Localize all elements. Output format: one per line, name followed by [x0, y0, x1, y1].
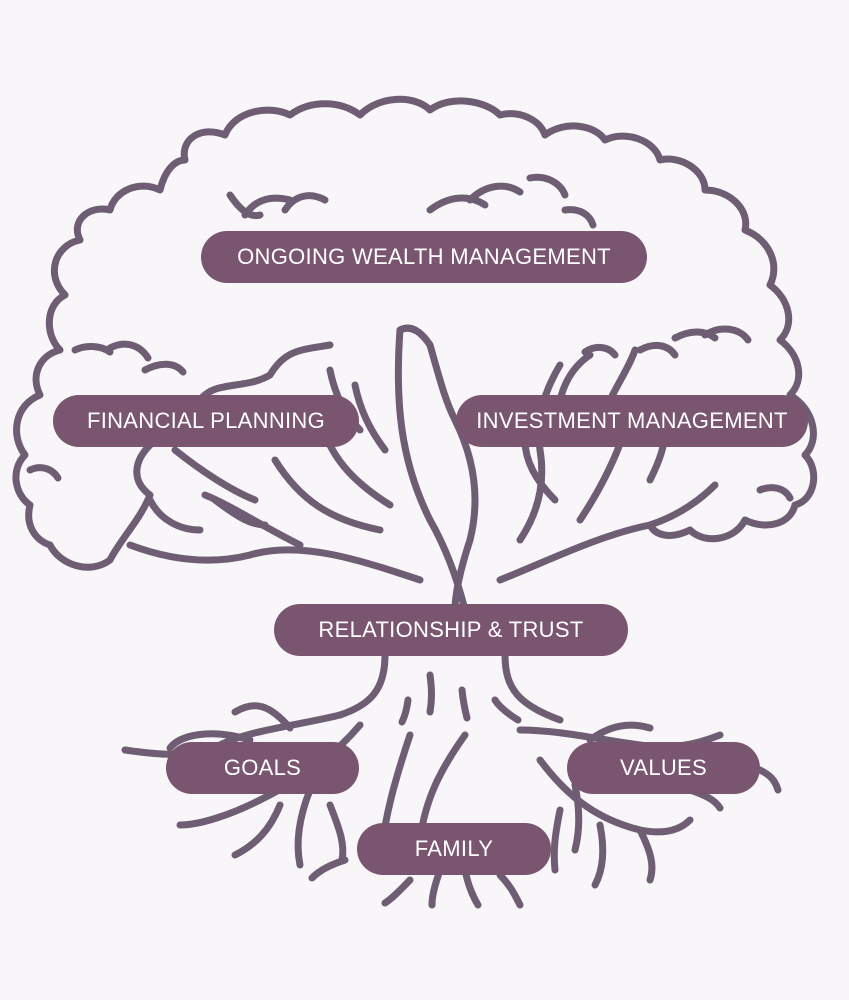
family-pill: FAMILY	[357, 823, 551, 875]
values-label: VALUES	[620, 755, 707, 780]
tree-canopy	[12, 95, 818, 571]
financial-planning-pill: FINANCIAL PLANNING	[53, 395, 359, 447]
ongoing-wealth-management-pill: ONGOING WEALTH MANAGEMENT	[201, 231, 647, 283]
relationship-trust-label: RELATIONSHIP & TRUST	[318, 617, 584, 642]
values-pill: VALUES	[567, 742, 760, 794]
financial-planning-label: FINANCIAL PLANNING	[86, 408, 326, 433]
goals-pill: GOALS	[166, 742, 359, 794]
goals-label: GOALS	[223, 755, 302, 780]
ongoing-wealth-management-label: ONGOING WEALTH MANAGEMENT	[237, 244, 611, 269]
relationship-trust-pill: RELATIONSHIP & TRUST	[274, 604, 628, 656]
family-label: FAMILY	[414, 836, 494, 861]
tree-trunk-right	[426, 341, 479, 614]
investment-management-label: INVESTMENT MANAGEMENT	[476, 408, 788, 433]
investment-management-pill: INVESTMENT MANAGEMENT	[456, 395, 808, 447]
tree-trunk-left	[394, 326, 469, 614]
